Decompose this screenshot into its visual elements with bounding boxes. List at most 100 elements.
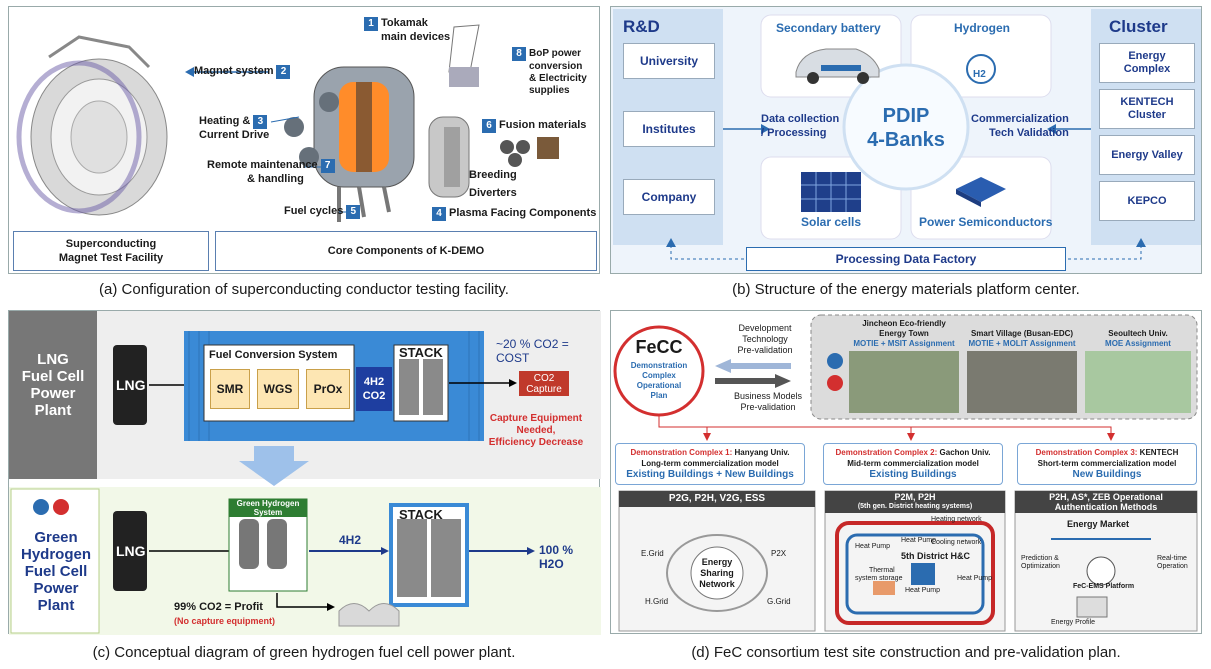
green-plant-line4: Power (33, 580, 79, 597)
sub1-center-c: Network (699, 579, 735, 589)
complex-1: Demonstration Complex 1: Hanyang Univ. L… (615, 443, 805, 485)
data-collection-line2: / Processing (761, 127, 827, 139)
footer-left-line2: Magnet Test Facility (58, 252, 164, 264)
site3-name-a: Seoultech Univ. (1108, 329, 1168, 338)
complex3-prefix: Demonstration Complex 3: (1035, 448, 1140, 457)
complex2-model: Mid-term commercialization model (847, 459, 979, 468)
co2-capture-line1: CO2 (533, 372, 555, 384)
label-data-collection: Data collection/ Processing (761, 112, 839, 140)
badge-6: 6 (482, 119, 496, 133)
processing-data-factory: Processing Data Factory (746, 247, 1066, 271)
label-plasma-facing: Plasma Facing Components (449, 207, 597, 219)
sub3-market: Energy Market (1067, 519, 1130, 529)
fecc-sub4: Plan (650, 391, 668, 400)
profit-label: 99% CO2 = Profit (174, 601, 263, 613)
sub1-p2x: P2X (771, 549, 787, 558)
cluster-kepco: KEPCO (1099, 181, 1195, 221)
warning-label: Capture Equipment Needed, Efficiency Dec… (477, 413, 595, 449)
label-fuel-cycles: Fuel cycles (284, 205, 344, 217)
complex2-univ: Gachon Univ. (939, 448, 991, 457)
stack-bottom-label: STACK (399, 507, 443, 522)
biz-2: Pre-validation (740, 402, 796, 412)
biz-1: Business Models (733, 391, 803, 401)
site2-name-a: Smart Village (Busan-EDC) (970, 329, 1074, 338)
sub2-center: 5th District H&C (901, 551, 971, 561)
label-electricity: & Electricity (529, 73, 587, 84)
dev-tech-3: Pre-validation (737, 345, 793, 355)
fecc-sub1: Demonstration (630, 361, 688, 370)
co2-capture-line2: Capture (526, 383, 562, 395)
sub2-heating: Heating network (931, 516, 982, 523)
panel-b: R&D Cluster University Institutes Compan… (610, 6, 1202, 274)
site-smart-village: Smart Village (Busan-EDC) MOTIE + MOLIT … (967, 329, 1077, 349)
complex-2: Demonstration Complex 2: Gachon Univ. Mi… (823, 443, 1003, 485)
sub3-profile: Energy Profile (1051, 619, 1095, 626)
label-heating: Heating & (199, 115, 251, 127)
sub3-title-b: Authentication Methods (1054, 502, 1158, 512)
sub3-pred-b: Optimization (1021, 563, 1060, 570)
caption-d: (d) FeC consortium test site constructio… (691, 644, 1121, 661)
site-seoultech: Seoultech Univ. MOE Assignment (1085, 329, 1191, 349)
label-solar-cells: Solar cells (801, 215, 862, 229)
footer-left-line1: Superconducting (65, 238, 157, 250)
site2-assign: MOTIE + MOLIT Assignment (968, 339, 1076, 348)
rd-company: Company (623, 179, 715, 215)
label-handling: & handling (247, 173, 304, 185)
magnet-facility-drawing (16, 35, 168, 216)
h2-out-label: 4H2 (339, 533, 362, 547)
fecc-subtitle: Demonstration Complex Operational Plan (621, 361, 697, 401)
smr-box: SMR (210, 369, 250, 409)
sub2-thermal-a: Thermal (869, 567, 895, 574)
site1-name-a: Jincheon Eco-friendly (862, 319, 946, 328)
label-power-semi: Power Semiconductors (919, 215, 1053, 229)
sub2-hp1: Heat Pump (855, 543, 891, 550)
sub1-hgrid: H.Grid (645, 597, 669, 606)
sub2-title: P2M, P2H (5th gen. District heating syst… (825, 492, 1005, 512)
sub3-rt-b: Operation (1157, 563, 1188, 570)
badge-5: 5 (346, 205, 361, 219)
dev-tech-1: Development (738, 323, 792, 333)
label-current-drive: Current Drive (199, 129, 270, 141)
complex3-bld: New Buildings (1072, 469, 1142, 480)
dev-tech-2: Technology (742, 334, 788, 344)
warning-line2: Efficiency Decrease (488, 437, 584, 448)
sub1-egrid: E.Grid (641, 549, 664, 558)
cluster-title: Cluster (1109, 17, 1168, 36)
complex-3: Demonstration Complex 3: KENTECH Short-t… (1017, 443, 1197, 485)
rd-title: R&D (623, 17, 660, 36)
sub2-thermal: Thermal system storage (855, 567, 902, 583)
green-system-line2: System (253, 508, 283, 517)
green-system-line1: Green Hydrogen (236, 499, 300, 508)
lng-plant-line4: Plant (34, 402, 72, 419)
panel-a-graphics (16, 24, 559, 222)
commercialization-line1: Commercialization (971, 113, 1069, 125)
complex1-model: Long-term commercialization model (641, 459, 779, 468)
site1-assign: MOTIE + MSIT Assignment (853, 339, 955, 348)
sub1-center: Energy Sharing Network (691, 557, 743, 590)
lng-plant-label: LNG Fuel Cell Power Plant (15, 351, 91, 419)
prox-box: PrOx (306, 369, 350, 409)
panel-c: LNG Fuel Cell Power Plant Green Hydrogen… (8, 310, 601, 635)
center-pdip: PDIP (882, 105, 930, 127)
cluster-energy-line2: Complex (1123, 63, 1171, 75)
sub3-title-a: P2H, AS*, ZEB Operational (1049, 492, 1163, 502)
cluster-kentech-line1: KENTECH (1120, 96, 1174, 108)
fecc-sub2: Complex (642, 371, 676, 380)
lng-plant-line1: LNG (37, 351, 69, 368)
site1-name-b: Energy Town (879, 329, 929, 338)
sub2-title-a: P2M, P2H (894, 492, 936, 502)
h2o-out-label: 100 % H2O (539, 543, 574, 571)
fecc-sub3: Operational (636, 381, 682, 390)
stack-top-label: STACK (399, 345, 443, 360)
badge-8: 8 (512, 47, 526, 61)
sub2-cooling: Cooling network (931, 539, 982, 546)
footer-core-components: Core Components of K-DEMO (215, 231, 597, 271)
sub3-title: P2H, AS*, ZEB Operational Authentication… (1015, 492, 1197, 512)
badge-1: 1 (364, 17, 378, 31)
